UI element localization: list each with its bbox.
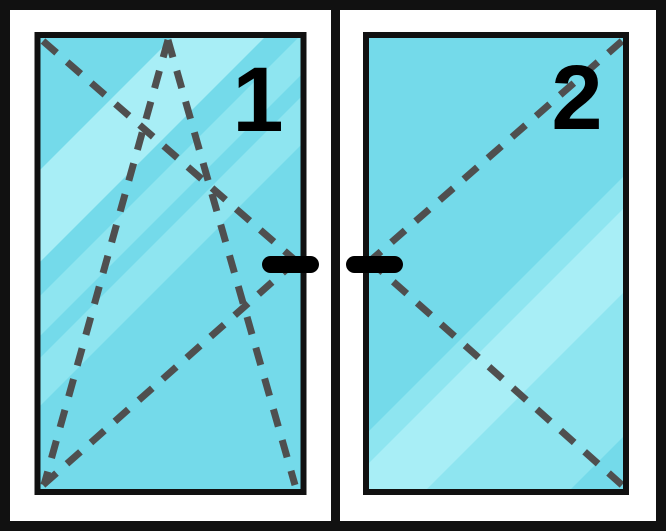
sash-2-label: 2 [551, 47, 602, 149]
glass-reflection [40, 38, 264, 262]
sash-1[interactable]: 1 [0, 32, 408, 495]
sash-1-handle-icon [262, 256, 319, 273]
sash-2-handle-icon [346, 256, 403, 273]
sash-2[interactable]: 2 [311, 32, 666, 495]
turn-opening-lines [40, 38, 299, 488]
sash-2-reflections [369, 177, 623, 489]
glass-reflection [369, 209, 623, 489]
turn-opening-lines [369, 38, 623, 488]
glass-reflection [40, 97, 301, 406]
sash-1-label: 1 [232, 49, 283, 151]
tilt-opening-lines [40, 39, 299, 486]
